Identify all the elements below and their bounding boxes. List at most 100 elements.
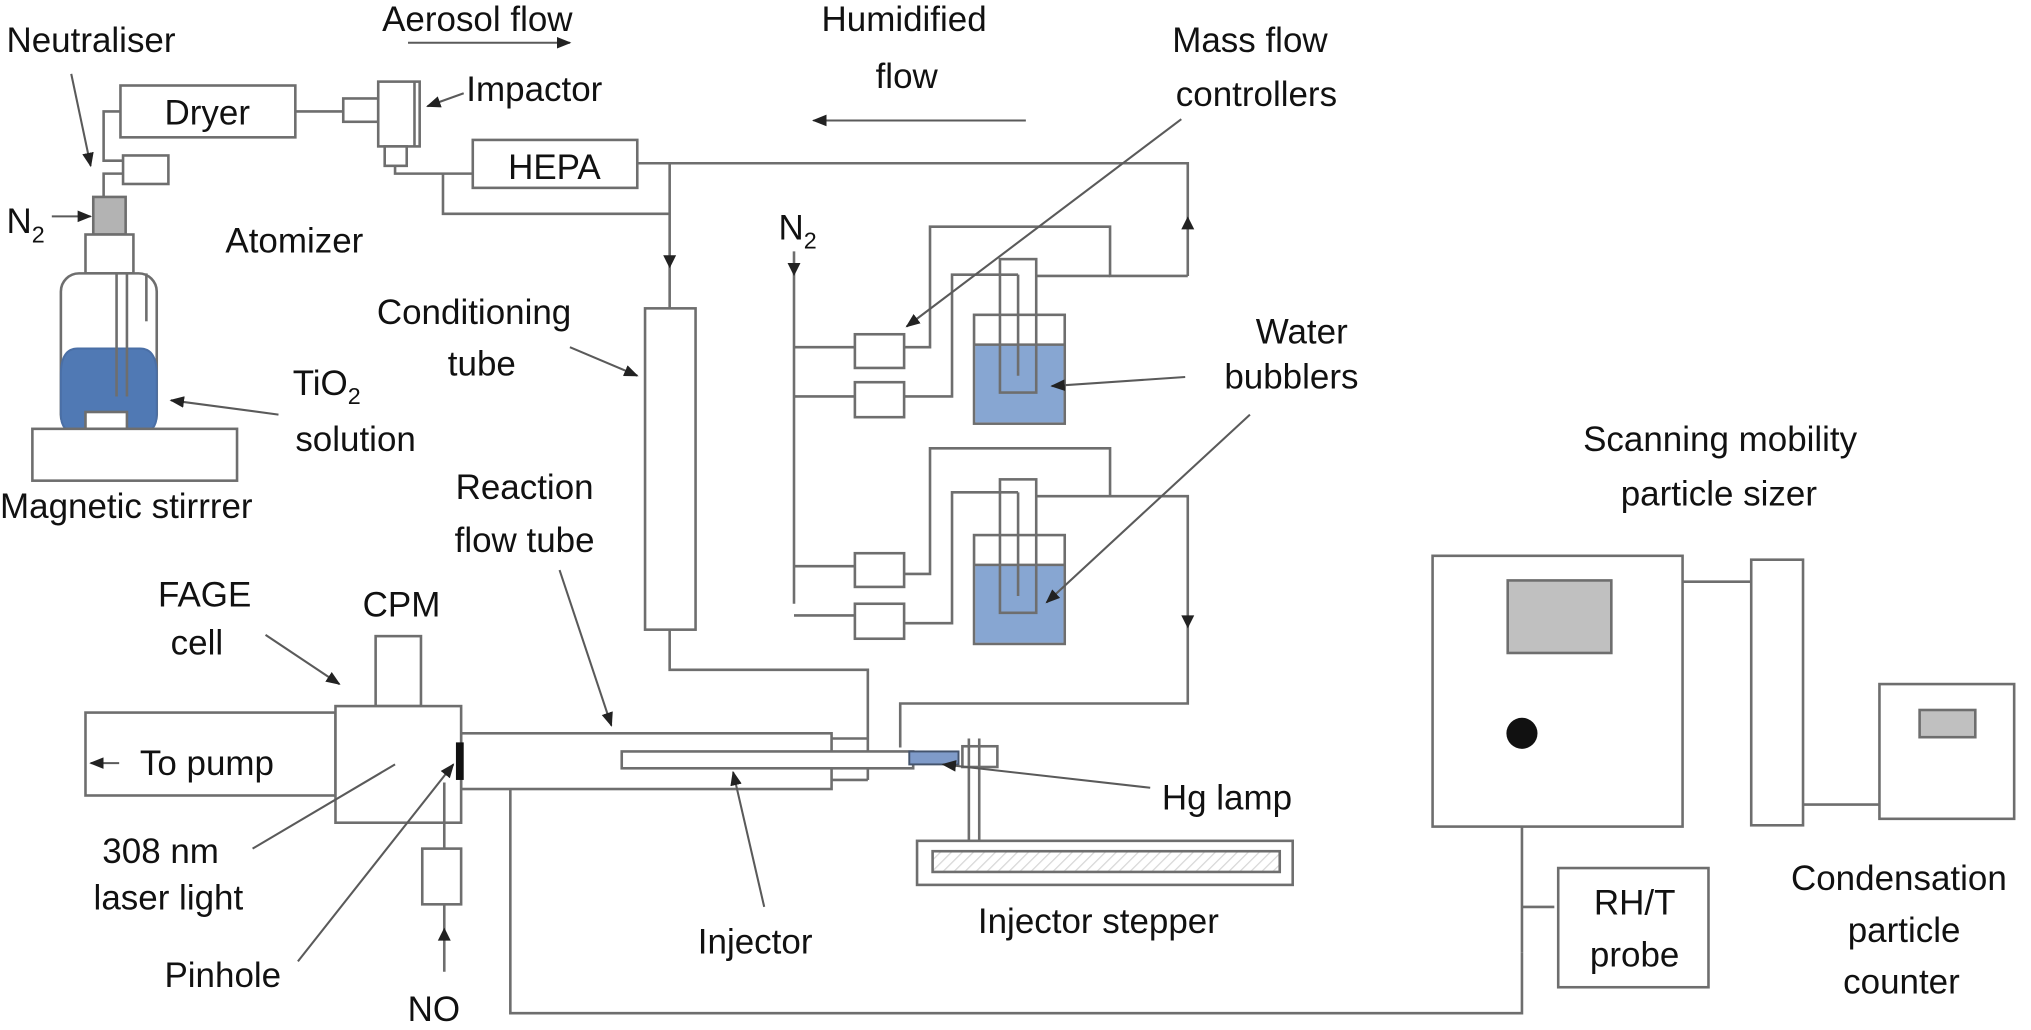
solution-pointer (169, 396, 279, 416)
laser-label-line1: 308 nm (102, 832, 219, 871)
impactor-group: Impactor (341, 70, 603, 168)
mass-flow-controller[interactable] (853, 602, 906, 641)
smps-group: Scanning mobility particle sizer (1431, 420, 1858, 828)
bubbler-dip-tube-upper (998, 257, 1038, 394)
hepa-group: HEPA (471, 138, 639, 190)
flow-down-arrow-icon (1181, 615, 1195, 629)
aerosol-flow-indicator: Aerosol flow (382, 0, 573, 49)
rht-label-line2: probe (1590, 936, 1679, 975)
injector-pointer (730, 770, 766, 908)
dma-column (1749, 558, 1805, 827)
reaction-label-line2: flow tube (455, 521, 595, 560)
magnetic-stirrer (31, 427, 239, 482)
conditioning-pointer (569, 346, 639, 377)
tube-conditioning-to-reaction (668, 629, 870, 739)
fage-pointer (264, 633, 341, 685)
pump-line (84, 711, 337, 797)
stir-bar (84, 410, 129, 431)
hg-lamp (908, 750, 960, 766)
mass-flow-controller[interactable] (853, 551, 906, 589)
fage-label-line2: cell (171, 623, 223, 662)
fage-group: To pump FAGE cell CPM 308 nm laser light… (84, 575, 464, 1029)
cpc-display (1918, 708, 1977, 739)
solution-label: solution (295, 420, 416, 459)
impactor-label: Impactor (466, 70, 602, 109)
injector (620, 750, 915, 770)
tube-dryer-neutraliser (102, 110, 124, 162)
water-bubblers-pointer-lower (1045, 413, 1251, 604)
humidified-flow-indicator: Humidified flow (811, 0, 1026, 127)
cpc-label-line3: counter (1843, 963, 1960, 1002)
injector-label: Injector (698, 923, 813, 962)
injector-stepper-label: Injector stepper (978, 902, 1219, 941)
cpc-label-line2: particle (1848, 911, 1961, 950)
reaction-tube-end-cap (831, 737, 868, 782)
cpm-label: CPM (363, 586, 441, 625)
conditioning-tube (643, 307, 697, 631)
pinhole-pointer (297, 763, 455, 962)
no-label: NO (408, 990, 460, 1029)
tube-neutraliser-atomizer (102, 172, 124, 197)
cpm-detector (374, 634, 423, 708)
reaction-label-line1: Reaction (456, 468, 594, 507)
rht-probe-group: RH/T probe (1556, 866, 1710, 989)
water-bubblers-label-line1: Water (1256, 312, 1348, 351)
aerosol-flow-label: Aerosol flow (382, 0, 573, 39)
tube-mfc3-bypass-to-reaction (898, 446, 1190, 748)
hg-lamp-pointer (941, 760, 1151, 789)
water-bubblers-label-line2: bubblers (1224, 358, 1358, 397)
magnetic-stirrer-label: Magnetic stirrrer (0, 487, 253, 526)
atomizer-cap (84, 233, 135, 275)
conditioning-label-line2: tube (448, 345, 516, 384)
mass-flow-controller[interactable] (853, 380, 906, 419)
humidified-flow-label-line2: flow (876, 57, 939, 96)
reaction-tube-group: Reaction flow tube Injector Hg lamp Inje… (455, 468, 1294, 962)
rht-probe[interactable] (1556, 866, 1710, 989)
tube-hepa-to-humid-loop (637, 161, 1190, 276)
no-flow-controller (420, 847, 463, 906)
conditioning-label-line1: Conditioning (377, 293, 571, 332)
pinhole (455, 742, 464, 780)
smps-label-line1: Scanning mobility (1583, 420, 1858, 459)
hepa-label: HEPA (508, 148, 601, 187)
smps-display (1506, 579, 1613, 655)
water-bubblers-pointer-upper (1050, 375, 1186, 391)
cpc-group: Condensation particle counter (1791, 682, 2016, 1002)
n2-humidifier-label: N2 (778, 209, 816, 254)
tube-mfc4-to-bubbler (904, 491, 1019, 625)
humidifier-group: N2 Mass flow controllers Wate (778, 21, 1358, 748)
cpc-unit[interactable] (1878, 682, 2016, 821)
humidified-flow-label-line1: Humidified (822, 0, 987, 39)
tio2-label: TiO2 (293, 364, 361, 409)
dryer-label: Dryer (165, 93, 251, 132)
impactor (376, 80, 421, 148)
fage-cell[interactable] (334, 704, 463, 824)
mass-flow-label-line1: Mass flow (1172, 21, 1328, 60)
fage-label-line1: FAGE (158, 575, 251, 614)
mass-flow-controller[interactable] (853, 332, 906, 370)
smps-label-line2: particle sizer (1621, 474, 1818, 513)
neutraliser (121, 154, 170, 186)
n2-flow-arrow-icon (787, 263, 801, 276)
conditioning-tube-group: Conditioning tube (377, 293, 697, 631)
pinhole-label: Pinhole (164, 956, 281, 995)
bubbler-dip-tube-lower (998, 478, 1038, 615)
atomizer-label: Atomizer (225, 222, 363, 261)
n2-atomizer-label: N2 (6, 202, 44, 247)
smps-inlet-port (1506, 717, 1538, 749)
laser-pointer (252, 763, 396, 850)
neutraliser-pointer (70, 73, 94, 168)
impactor-inlet (341, 97, 380, 124)
to-pump-label: To pump (140, 744, 274, 783)
atomizer-group: N2 Atomizer TiO2 solution Magnetic stirr… (0, 195, 416, 526)
flow-up-arrow-icon (1181, 216, 1195, 230)
no-flow-arrow-icon (437, 927, 451, 941)
hepa-filter (471, 138, 639, 190)
laser-label-line2: laser light (94, 879, 244, 918)
tube-hepa-bypass (441, 173, 670, 216)
flow-down-arrow-icon (663, 255, 677, 269)
rht-label-line1: RH/T (1594, 884, 1676, 923)
neutraliser-label: Neutraliser (6, 21, 175, 60)
neutraliser-group: Neutraliser (6, 21, 176, 186)
